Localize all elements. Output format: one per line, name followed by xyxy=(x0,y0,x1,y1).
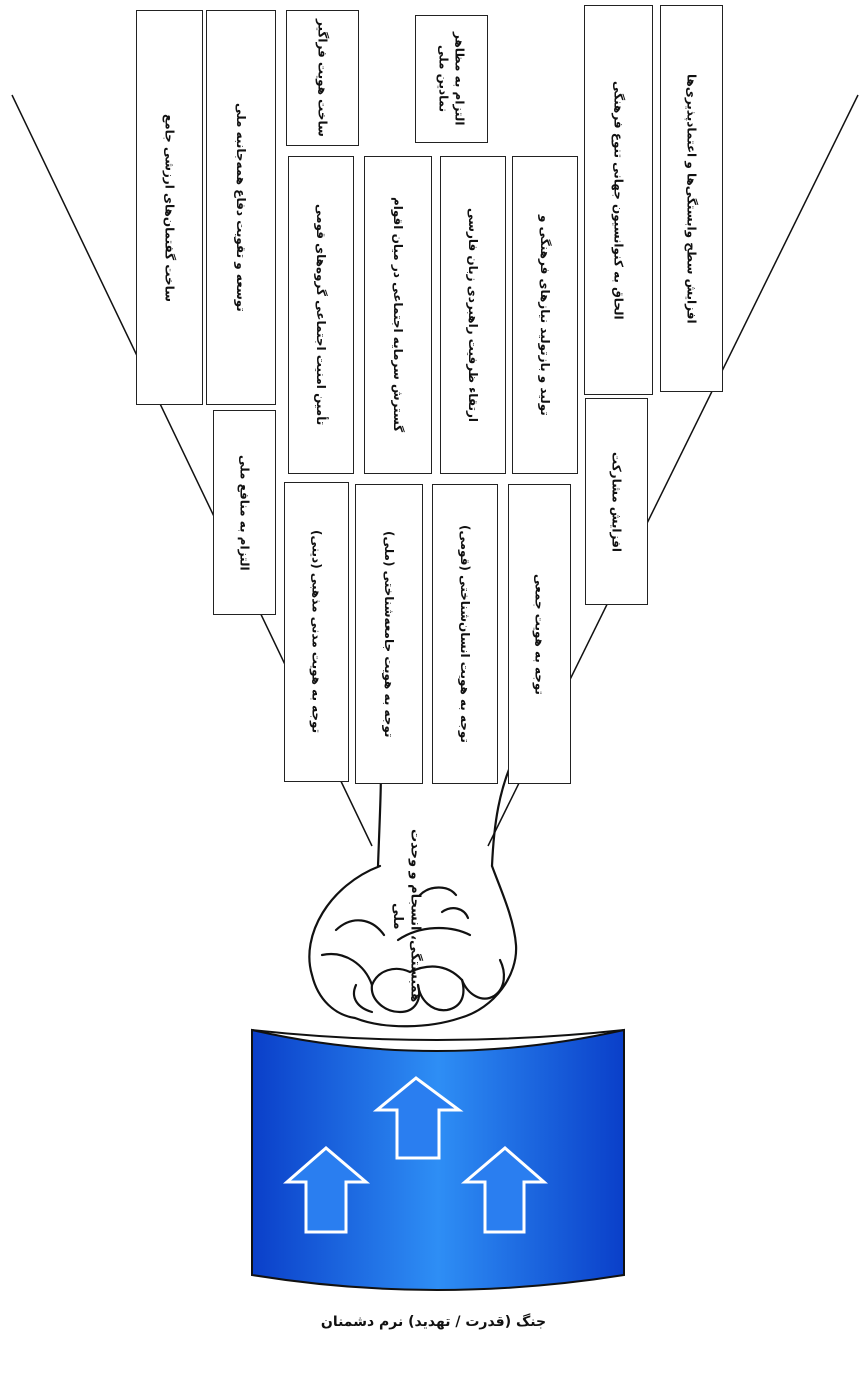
box-sociological-identity: توجه به هویت جامعه‌شناختی (ملی) xyxy=(355,484,423,784)
box-ethnic-security: تأمین امنیت اجتماعی گروه‌های قومی xyxy=(288,156,354,474)
box-participation: افزایش مشارکت xyxy=(585,398,648,605)
box-dependence-trust: افزایش سطح وابستگی‌ها و اعتمادپذیری‌ها xyxy=(660,5,723,392)
box-national-interests: التزام به منافع ملی xyxy=(213,410,276,615)
box-values-discourse: ساخت گفتمان‌های ارزشی جامع xyxy=(136,10,203,405)
base-cylinder xyxy=(252,1030,624,1290)
box-persian-language: ارتقاء ظرفیت راهبردی زبان فارسی xyxy=(440,156,506,474)
box-inclusive-identity: ساخت هویت فراگیر xyxy=(286,10,359,146)
box-cultural-diversity-convention: الحاق به کنوانسیون جهانی تنوع فرهنگی xyxy=(584,5,653,395)
box-national-symbols: التزام به مظاهر نمادین ملی xyxy=(415,15,488,143)
bottom-caption: جنگ (قدرت / تهدید) نرم دشمنان xyxy=(0,1314,867,1330)
box-religious-identity: توجه به هویت مدنی مذهبی (دینی) xyxy=(284,482,349,782)
box-anthropological-identity: توجه به هویت انسان‌شناختی (قومی) xyxy=(432,484,498,784)
box-social-capital: گسترش سرمایه اجتماعی در میان اقوام xyxy=(364,156,432,474)
box-comprehensive-defense: توسعه و تقویت دفاع همه‌جانبه ملی xyxy=(206,10,276,405)
hand-label: همبستگی، انسجام و وحدت ملی xyxy=(366,826,446,1006)
box-collective-identity: توجه به هویت جمعی xyxy=(508,484,571,784)
box-cultural-needs: تولید و بازتولید نیازهای فرهنگی و xyxy=(512,156,578,474)
